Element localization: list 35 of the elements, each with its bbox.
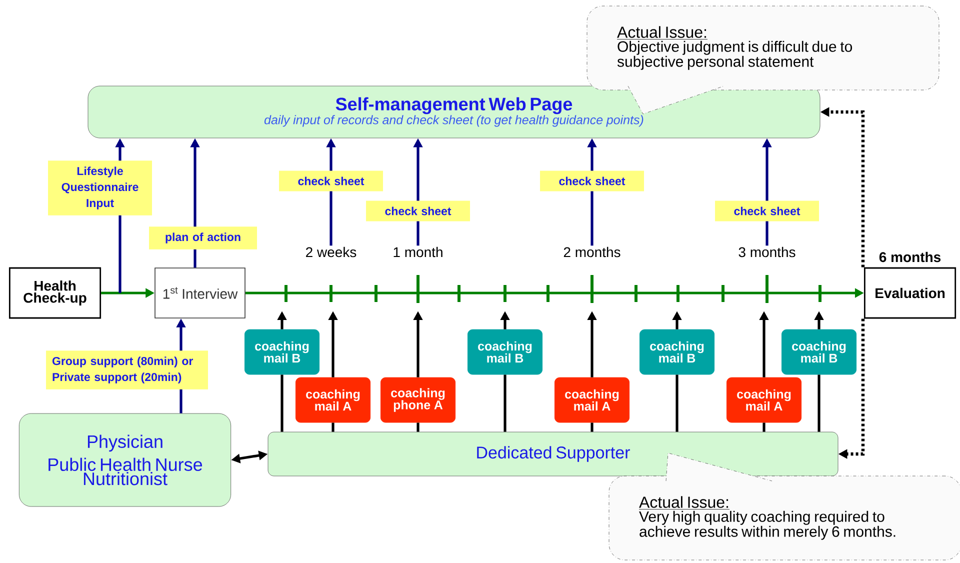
process-box: Health Check-up (8, 267, 102, 319)
time-label: 3 months (738, 246, 796, 258)
connector-line (676, 374, 678, 432)
connector-line (332, 422, 334, 432)
edge-label: check sheet (279, 170, 383, 192)
connector-line (416, 422, 420, 432)
coaching-box: coaching mail B (781, 329, 857, 375)
callout-bubble: Actual Issue: Objective judgment is difficult due to subjective personal statement (586, 6, 940, 114)
connector-line (762, 422, 766, 432)
coaching-box: coaching mail B (467, 329, 543, 375)
connector-line (280, 374, 284, 432)
edge-label: check sheet (540, 170, 644, 192)
staff-box: Physician Public Health Nurse Nutritionist (18, 413, 232, 507)
connector-line (504, 374, 506, 432)
time-label: 2 weeks (306, 246, 356, 258)
coaching-box: coaching mail B (639, 329, 715, 375)
coaching-box: coaching mail A (554, 377, 630, 423)
supporter-box: Dedicated Supporter (268, 432, 838, 476)
process-box: Evaluation (864, 267, 956, 319)
web-page-box: Self-management Web Page daily input of records and check sheet (to get health guidance points) (88, 86, 820, 138)
connector-line (590, 422, 594, 432)
edge-label: plan of action (149, 226, 257, 250)
coaching-box: coaching mail A (295, 377, 371, 423)
process-box: 1$^{st}$ Interview (154, 268, 246, 318)
time-label: 2 months (564, 246, 620, 258)
duration-label: 6 months (879, 252, 941, 262)
edge-label: Group support (80min) or Private support (20min) (46, 350, 208, 390)
edge-label: Lifestyle Questionnaire Input (48, 160, 152, 216)
edge-label: check sheet (715, 200, 819, 222)
coaching-box: coaching mail B (244, 329, 320, 375)
coaching-box: coaching phone A (380, 377, 456, 423)
connector-line (818, 374, 820, 432)
edge-label: check sheet (366, 200, 470, 222)
time-label: 1 month (394, 246, 442, 258)
coaching-box: coaching mail A (726, 377, 802, 423)
